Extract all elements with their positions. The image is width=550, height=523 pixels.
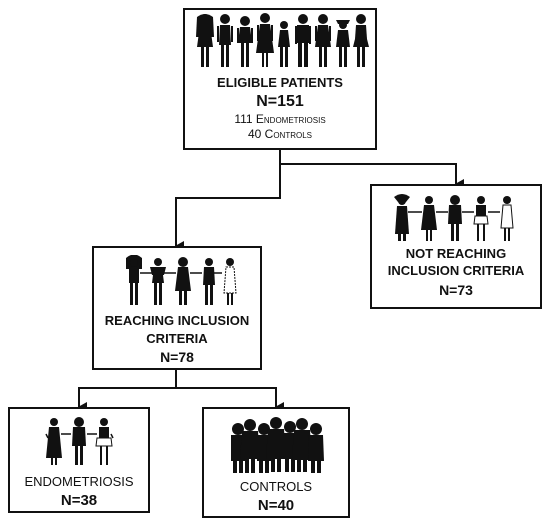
reaching-line1: REACHING INCLUSION — [104, 313, 250, 328]
eligible-count: N=151 — [256, 93, 304, 110]
not-reaching-line2: INCLUSION CRITERIA — [387, 263, 525, 278]
eligible-endometriosis-count: 111 Endometriosis — [234, 112, 326, 126]
women-group-icon — [196, 13, 369, 67]
eligible-controls-count: 40 Controls — [247, 127, 313, 141]
eligible-patients-box: ELIGIBLE PATIENTS N=151 111 Endometriosi… — [183, 8, 377, 150]
eligible-title: ELIGIBLE PATIENTS — [217, 75, 343, 90]
endometriosis-box: ENDOMETRIOSIS N=38 — [8, 407, 150, 513]
reaching-line2: CRITERIA — [146, 331, 208, 346]
reaching-box: REACHING INCLUSION CRITERIA N=78 — [92, 246, 262, 370]
controls-count: N=40 — [257, 497, 295, 514]
not-reaching-line1: NOT REACHING — [405, 246, 507, 261]
endometriosis-label: ENDOMETRIOSIS — [24, 474, 134, 489]
crowd-silhouette-icon — [231, 417, 324, 473]
arrow-to-controls — [176, 387, 284, 412]
arrow-to-endometriosis — [78, 370, 177, 412]
women-group-icon — [126, 255, 237, 305]
controls-box: CONTROLS N=40 — [202, 407, 350, 518]
endometriosis-count: N=38 — [60, 492, 98, 509]
not-reaching-box: NOT REACHING INCLUSION CRITERIA N=73 — [370, 184, 542, 309]
reaching-count: N=78 — [160, 349, 194, 365]
women-holding-hands-icon — [45, 417, 114, 465]
arrow-to-not-reaching — [279, 150, 464, 189]
arrow-to-reaching — [175, 164, 281, 251]
controls-label: CONTROLS — [239, 479, 313, 494]
women-holding-hands-icon — [394, 194, 514, 241]
not-reaching-count: N=73 — [439, 282, 473, 298]
